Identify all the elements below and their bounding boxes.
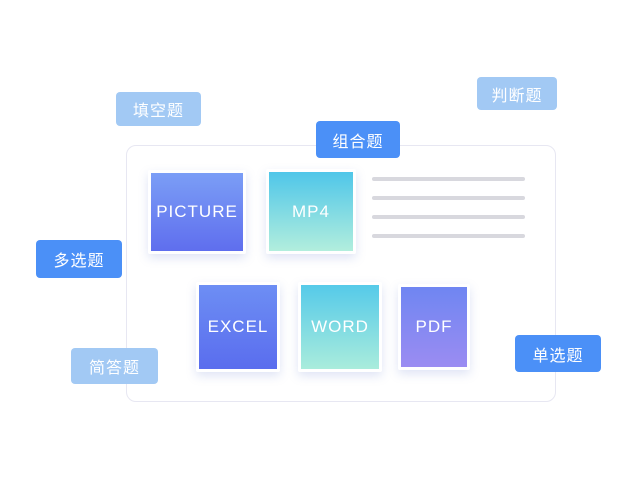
card-mp4: MP4 [266, 169, 356, 254]
tag-combine: 组合题 [316, 121, 400, 158]
card-mp4-label: MP4 [292, 201, 330, 221]
card-excel-label: EXCEL [207, 317, 269, 336]
tag-multi-select-label: 多选题 [53, 253, 105, 270]
card-pdf: PDF [398, 284, 470, 370]
tag-fill-blank: 填空题 [116, 92, 201, 126]
text-line-placeholder [372, 215, 525, 219]
tag-combine-label: 组合题 [332, 133, 384, 151]
tag-judge-label: 判断题 [491, 87, 543, 105]
tag-short-answer-label: 简答题 [88, 360, 140, 377]
tag-single-select: 单选题 [515, 335, 601, 372]
tag-single-select-label: 单选题 [532, 347, 584, 365]
card-word-label: WORD [311, 317, 369, 336]
card-pdf-label: PDF [415, 317, 453, 336]
text-line-placeholder [372, 196, 525, 200]
card-picture: PICTURE [148, 170, 246, 254]
card-picture-label: PICTURE [156, 202, 238, 221]
tag-multi-select: 多选题 [36, 240, 122, 278]
card-excel: EXCEL [196, 282, 280, 372]
card-word: WORD [298, 282, 382, 372]
tag-judge: 判断题 [477, 77, 557, 110]
text-line-placeholder [372, 177, 525, 181]
tag-short-answer: 简答题 [71, 348, 158, 384]
text-line-placeholder [372, 234, 525, 238]
tag-fill-blank-label: 填空题 [132, 103, 184, 120]
